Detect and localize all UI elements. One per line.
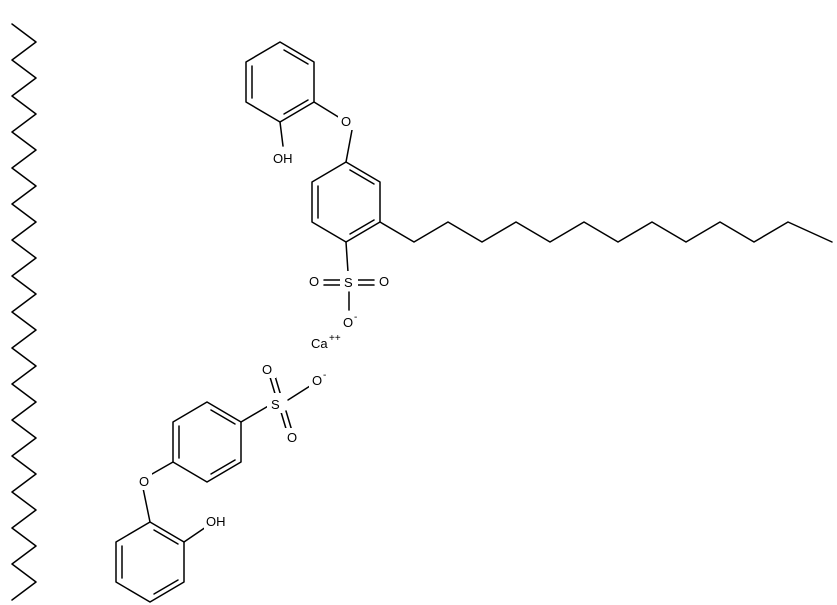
- lower-sulfur-label: S: [271, 397, 280, 412]
- upper-benzene-ring: [311, 161, 381, 243]
- upper-ether-bond-a: [313, 101, 341, 119]
- upper-oh-bond: [279, 121, 284, 147]
- lower-so-down-bond-2: [285, 410, 293, 432]
- lower-tridecyl-chain: [11, 23, 37, 601]
- lower-phenol-ring: [115, 521, 185, 603]
- lower-sulfonyl-oxygen-up-label: O: [262, 362, 272, 377]
- calcium-ion-label: Ca: [311, 336, 328, 351]
- calcium-charge: ++: [329, 333, 341, 344]
- lower-hydroxyl-label: OH: [206, 514, 226, 529]
- lower-so-minus-bond: [287, 385, 311, 401]
- upper-phenol-ring: [245, 41, 315, 123]
- lower-so-up-bond-2: [274, 375, 282, 397]
- upper-sulfur-label: S: [344, 275, 353, 290]
- lower-ether-bond-a: [151, 461, 174, 475]
- upper-hydroxyl-label: OH: [273, 151, 293, 166]
- upper-negative-charge: -: [354, 312, 357, 323]
- upper-ether-oxygen-label: O: [341, 114, 351, 129]
- upper-sulfonyl-oxygen-left-label: O: [309, 274, 319, 289]
- upper-cs-bond: [345, 241, 349, 273]
- upper-ether-bond-b: [345, 129, 353, 163]
- upper-tridecyl-chain: [379, 221, 833, 243]
- lower-cs-bond: [240, 404, 271, 423]
- lower-oh-bond: [183, 526, 207, 543]
- lower-ether-bond-b: [142, 487, 151, 523]
- lower-sulfonate-oxygen-label: O: [312, 373, 322, 388]
- upper-sulfonate-oxygen-label: O: [343, 315, 353, 330]
- lower-ether-oxygen-label: O: [139, 474, 149, 489]
- lower-negative-charge: -: [323, 370, 326, 381]
- lower-sulfonyl-oxygen-down-label: O: [287, 430, 297, 445]
- lower-benzene-ring: [172, 401, 242, 483]
- upper-sulfonyl-oxygen-right-label: O: [379, 274, 389, 289]
